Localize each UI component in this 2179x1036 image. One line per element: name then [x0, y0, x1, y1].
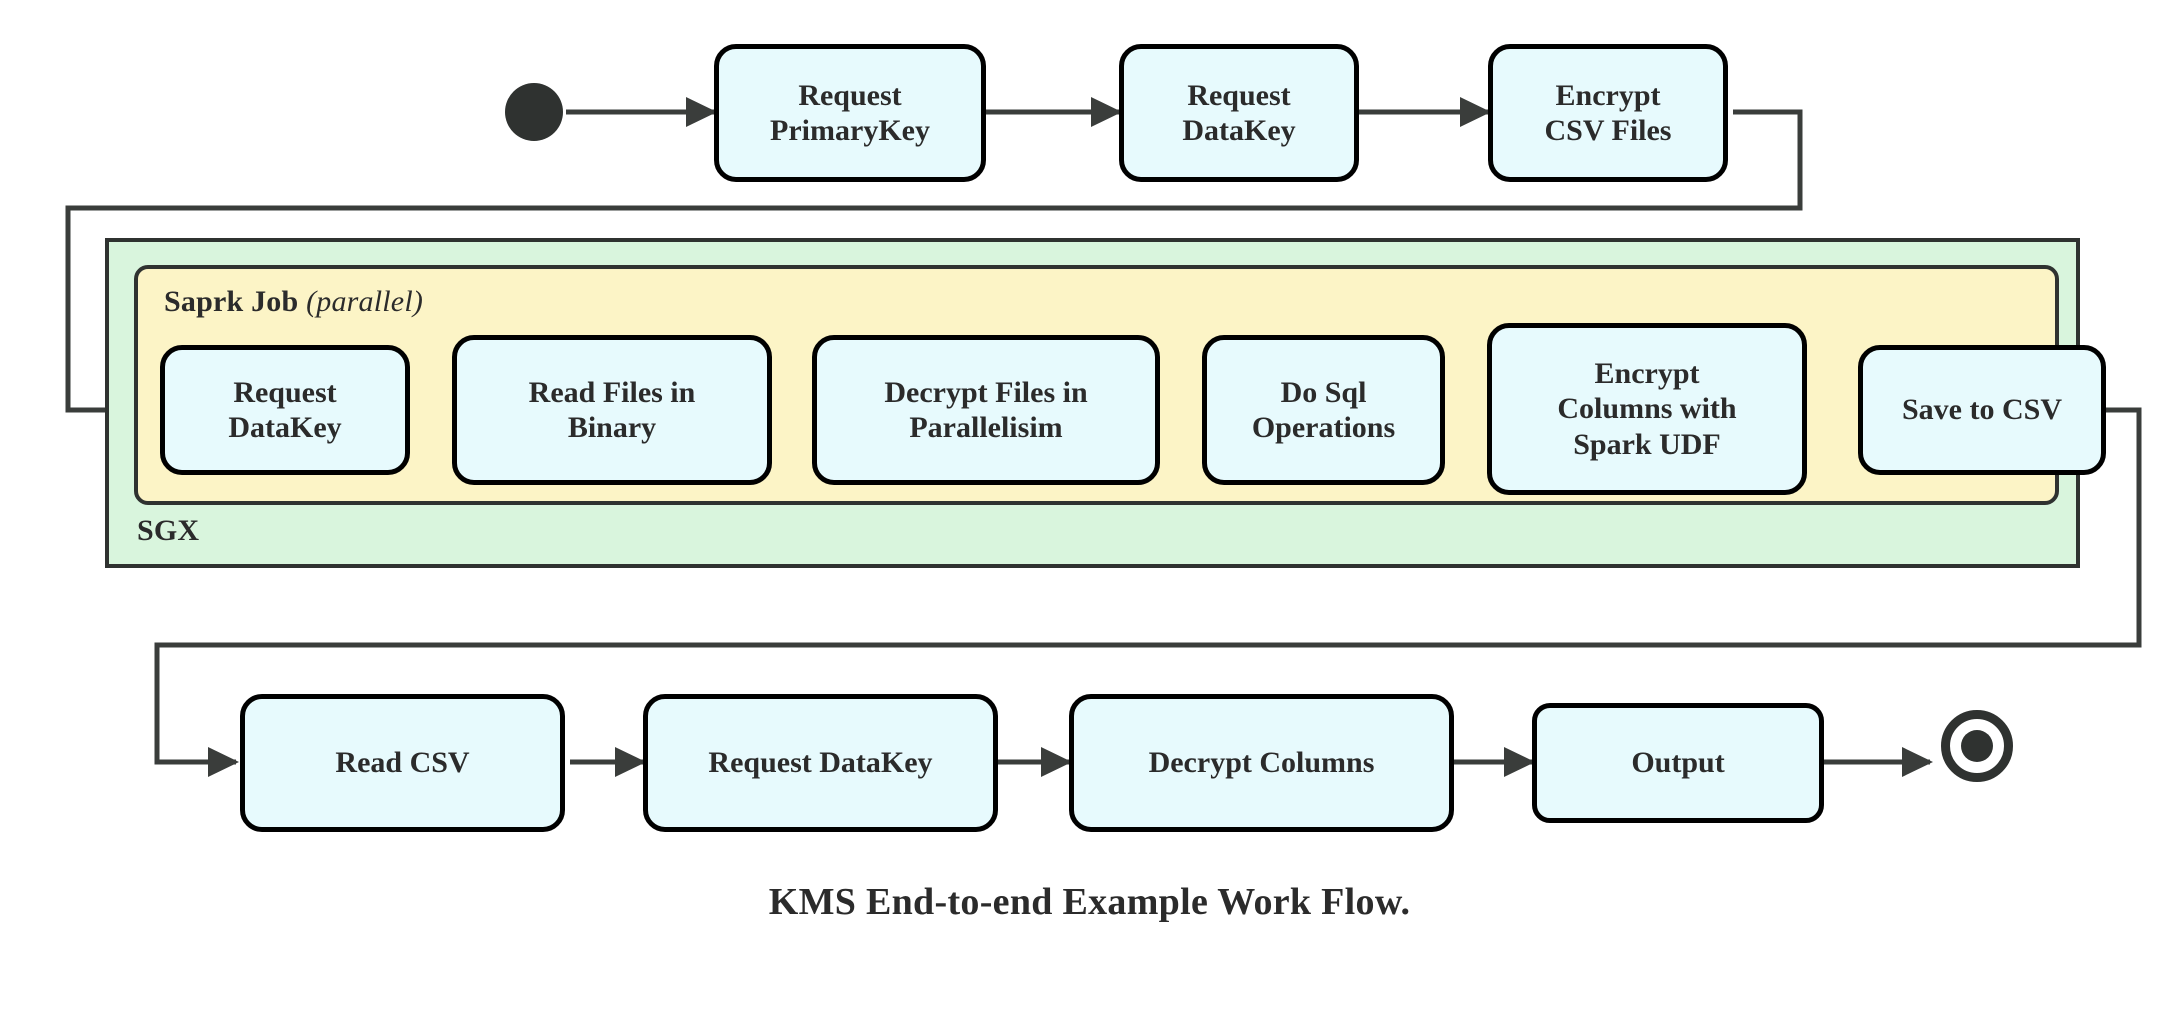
- node-label-line-2: Parallelisim: [909, 411, 1063, 444]
- node-encrypt-columns-with-spark-udf[interactable]: Encrypt Columns with Spark UDF: [1487, 323, 1807, 495]
- node-encrypt-csv-files[interactable]: Encrypt CSV Files: [1488, 44, 1728, 182]
- node-label-line-1: Do Sql: [1280, 375, 1367, 409]
- node-request-datakey-spark[interactable]: Request DataKey: [160, 345, 410, 475]
- node-label-line-1: Encrypt: [1594, 356, 1700, 390]
- node-label-line-2: DataKey: [228, 411, 342, 444]
- node-label: Output: [1631, 746, 1725, 780]
- node-label: Read CSV: [335, 746, 470, 780]
- node-read-files-in-binary[interactable]: Read Files in Binary: [452, 335, 772, 485]
- node-label-line-2: Columns with: [1557, 392, 1737, 426]
- end-node: [1941, 710, 2013, 782]
- node-label: Request DataKey: [708, 746, 933, 780]
- node-label: Request PrimaryKey: [770, 78, 930, 149]
- node-output[interactable]: Output: [1532, 703, 1824, 823]
- node-save-to-csv[interactable]: Save to CSV: [1858, 345, 2106, 475]
- end-node-inner-dot: [1961, 730, 1993, 762]
- node-label-line-1: Request: [1187, 78, 1291, 112]
- node-label: Request DataKey: [228, 375, 341, 446]
- sgx-label: SGX: [137, 514, 200, 547]
- node-decrypt-columns[interactable]: Decrypt Columns: [1069, 694, 1454, 832]
- spark-job-qualifier: (parallel): [306, 285, 424, 318]
- node-label: Encrypt CSV Files: [1545, 78, 1672, 149]
- node-label-line-1: Encrypt: [1555, 78, 1661, 112]
- node-label: Request DataKey: [1182, 78, 1295, 149]
- node-request-datakey-top[interactable]: Request DataKey: [1119, 44, 1359, 182]
- node-do-sql-operations[interactable]: Do Sql Operations: [1202, 335, 1445, 485]
- node-label-line-2: CSV Files: [1544, 114, 1672, 147]
- node-label-line-1: Read Files in: [528, 375, 696, 409]
- spark-job-label-text: Saprk Job: [164, 285, 299, 318]
- node-label: Encrypt Columns with Spark UDF: [1557, 356, 1736, 462]
- node-label-line-1: Request: [233, 375, 337, 409]
- node-request-primarykey[interactable]: Request PrimaryKey: [714, 44, 986, 182]
- node-label: Save to CSV: [1901, 393, 2062, 427]
- node-request-datakey-bottom[interactable]: Request DataKey: [643, 694, 998, 832]
- node-label-line-2: DataKey: [1182, 114, 1296, 147]
- node-label: Do Sql Operations: [1252, 375, 1395, 446]
- node-label-line-2: PrimaryKey: [770, 114, 930, 147]
- node-decrypt-files-in-parallelisim[interactable]: Decrypt Files in Parallelisim: [812, 335, 1160, 485]
- node-read-csv[interactable]: Read CSV: [240, 694, 565, 832]
- node-label-line-3: Spark UDF: [1573, 427, 1721, 461]
- node-label-line-1: Request: [798, 78, 902, 112]
- node-label: Decrypt Columns: [1148, 746, 1375, 780]
- node-label-line-1: Decrypt Files in: [884, 375, 1088, 409]
- node-label: Decrypt Files in Parallelisim: [884, 375, 1087, 446]
- start-node: [505, 83, 563, 141]
- node-label-line-2: Binary: [567, 411, 657, 444]
- spark-job-label: Saprk Job (parallel): [164, 285, 423, 319]
- node-label-line-2: Operations: [1251, 411, 1396, 444]
- diagram-caption: KMS End-to-end Example Work Flow.: [768, 881, 1411, 923]
- node-label: Read Files in Binary: [529, 375, 696, 446]
